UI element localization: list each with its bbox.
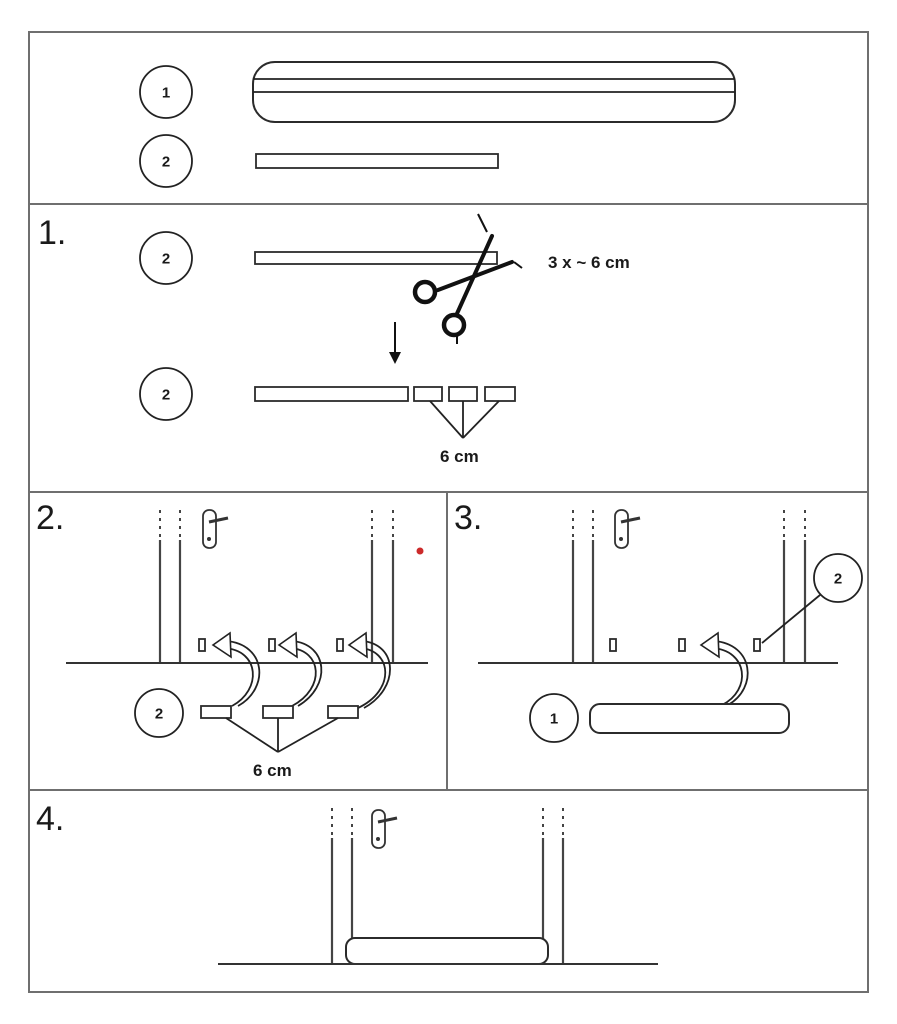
scissors-icon — [412, 213, 523, 344]
step-3-part-ref-strip: 1 — [550, 711, 558, 728]
step-2-piece-length-label: 6 cm — [253, 761, 292, 780]
step-4-number: 4. — [36, 800, 64, 838]
door-frame — [571, 510, 807, 662]
part-2-circle — [139, 134, 193, 188]
step-1-part-ref-top: 2 — [162, 251, 170, 268]
step-1-panel: 1. 2 3 x ~ 6 cm 2 6 cm — [38, 213, 630, 466]
piece-pointer-lines — [225, 717, 339, 753]
door-handle-icon — [202, 509, 229, 549]
strip-remainder — [254, 386, 409, 402]
step-2-panel: 2. — [36, 499, 428, 780]
curved-arrow-icon — [277, 631, 323, 707]
part-2-adhesive-strip — [255, 153, 499, 169]
step-1-part-ref-bottom: 2 — [162, 387, 170, 404]
step-3-panel: 3. 2 1 — [454, 499, 863, 743]
placed-piece-2 — [678, 638, 686, 652]
step-2-part-ref: 2 — [155, 706, 163, 723]
threshold-strip — [589, 703, 790, 734]
step-3-part-1-circle — [529, 693, 579, 743]
cut-piece-3 — [484, 386, 516, 402]
step-3-number: 3. — [454, 499, 482, 537]
piece-length-label: 6 cm — [440, 447, 479, 466]
step-1-part-2-circle-top — [139, 231, 193, 285]
step-4-panel: 4. — [36, 800, 658, 965]
strip-before-cut — [254, 251, 498, 265]
step-1-part-2-circle-bottom — [139, 367, 193, 421]
part-1-number: 1 — [162, 85, 170, 102]
part-2-number: 2 — [162, 154, 170, 171]
installed-threshold-strip — [345, 937, 549, 965]
door-handle-icon — [371, 809, 398, 849]
curved-arrow-icon — [211, 631, 261, 707]
door-frame — [158, 510, 395, 662]
curved-arrow-icon — [699, 631, 749, 706]
part-1-circle — [139, 65, 193, 119]
cut-piece-1 — [413, 386, 443, 402]
step-2-part-2-circle — [134, 688, 184, 738]
piece-pointer-lines — [429, 400, 500, 439]
step-1-number: 1. — [38, 214, 66, 252]
placed-piece-1 — [609, 638, 617, 652]
part-1-threshold-strip — [252, 61, 736, 123]
placed-piece-3 — [753, 638, 761, 652]
curved-arrow-icon — [347, 631, 391, 709]
parts-panel: 1 2 — [139, 61, 736, 188]
diagram-frame — [28, 31, 869, 993]
step-3-part-2-circle — [813, 553, 863, 603]
door-handle-icon — [614, 509, 641, 549]
cut-length-label: 3 x ~ 6 cm — [548, 253, 630, 272]
placed-piece-1 — [198, 638, 206, 652]
part-1-marker: 1 — [139, 65, 193, 119]
placed-piece-2 — [268, 638, 276, 652]
piece-to-place-3 — [327, 705, 359, 719]
piece-to-place-1 — [200, 705, 232, 719]
part-2-marker: 2 — [139, 134, 193, 188]
placed-piece-3 — [336, 638, 344, 652]
marker-dot — [416, 547, 424, 555]
down-arrow-icon — [389, 322, 401, 364]
piece-to-place-2 — [262, 705, 294, 719]
step-2-number: 2. — [36, 499, 64, 537]
callout-leader-line — [761, 594, 821, 644]
cut-piece-2 — [448, 386, 478, 402]
step-3-part-ref-callout: 2 — [834, 571, 842, 588]
